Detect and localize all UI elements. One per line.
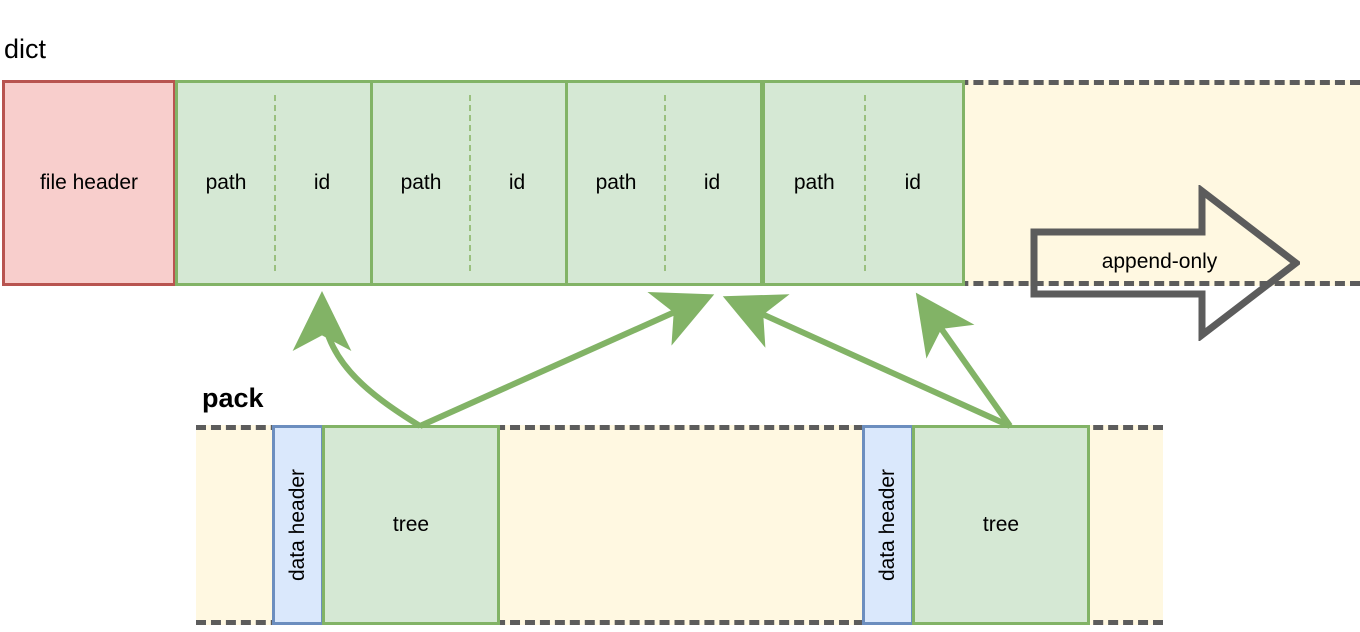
append-only-label: append-only [1101,250,1218,273]
connector-pack1-to-entry1 [292,291,422,429]
dict-entry-2[interactable]: path id [370,80,568,286]
dict-entry-1-id: id [313,171,331,194]
dict-entry-4-id: id [904,171,921,194]
connector-pack1-to-entry3 [418,291,715,429]
connector-pack2-to-entry4 [915,292,1013,428]
block-arrow-right-icon [1030,185,1300,341]
dict-entry-1[interactable]: path id [175,80,373,286]
file-header-box[interactable]: file header [2,80,176,286]
dict-entry-3-divider [664,95,666,271]
pack-object-2-data-header-label: data header [876,468,899,582]
pack-section-label: pack [202,383,264,413]
pack-object-1-data-header[interactable]: data header [272,425,324,625]
dict-entry-2-path: path [400,171,442,194]
pack-object-2-body-label: tree [982,513,1020,536]
pack-object-1-body-label: tree [392,513,430,536]
dict-entry-4-divider [863,95,866,271]
dict-entry-3-id: id [703,171,721,194]
dict-entry-2-divider [469,95,471,271]
dict-entry-1-divider [274,95,276,271]
pack-strip: data header tree data header tree [0,425,1360,625]
dict-section-label: dict [4,34,47,64]
dict-entry-1-path: path [205,171,247,194]
connector-pack2-to-entry3 [722,294,1012,429]
dict-entry-4-path: path [793,171,835,194]
pack-object-2-body[interactable]: tree [912,425,1090,625]
pack-object-1-body[interactable]: tree [322,425,500,625]
pack-object-1-data-header-label: data header [286,468,309,582]
dict-strip: file header path id path id path id path… [0,80,1360,341]
file-header-label: file header [39,171,139,194]
dict-entry-3-path: path [595,171,637,194]
dict-entry-2-id: id [508,171,526,194]
pack-object-2-data-header[interactable]: data header [862,425,914,625]
dict-entry-4[interactable]: path id [762,80,965,286]
pack-object-1[interactable]: data header tree [272,425,500,625]
dict-entry-3[interactable]: path id [565,80,763,286]
pack-object-2[interactable]: data header tree [862,425,1090,625]
